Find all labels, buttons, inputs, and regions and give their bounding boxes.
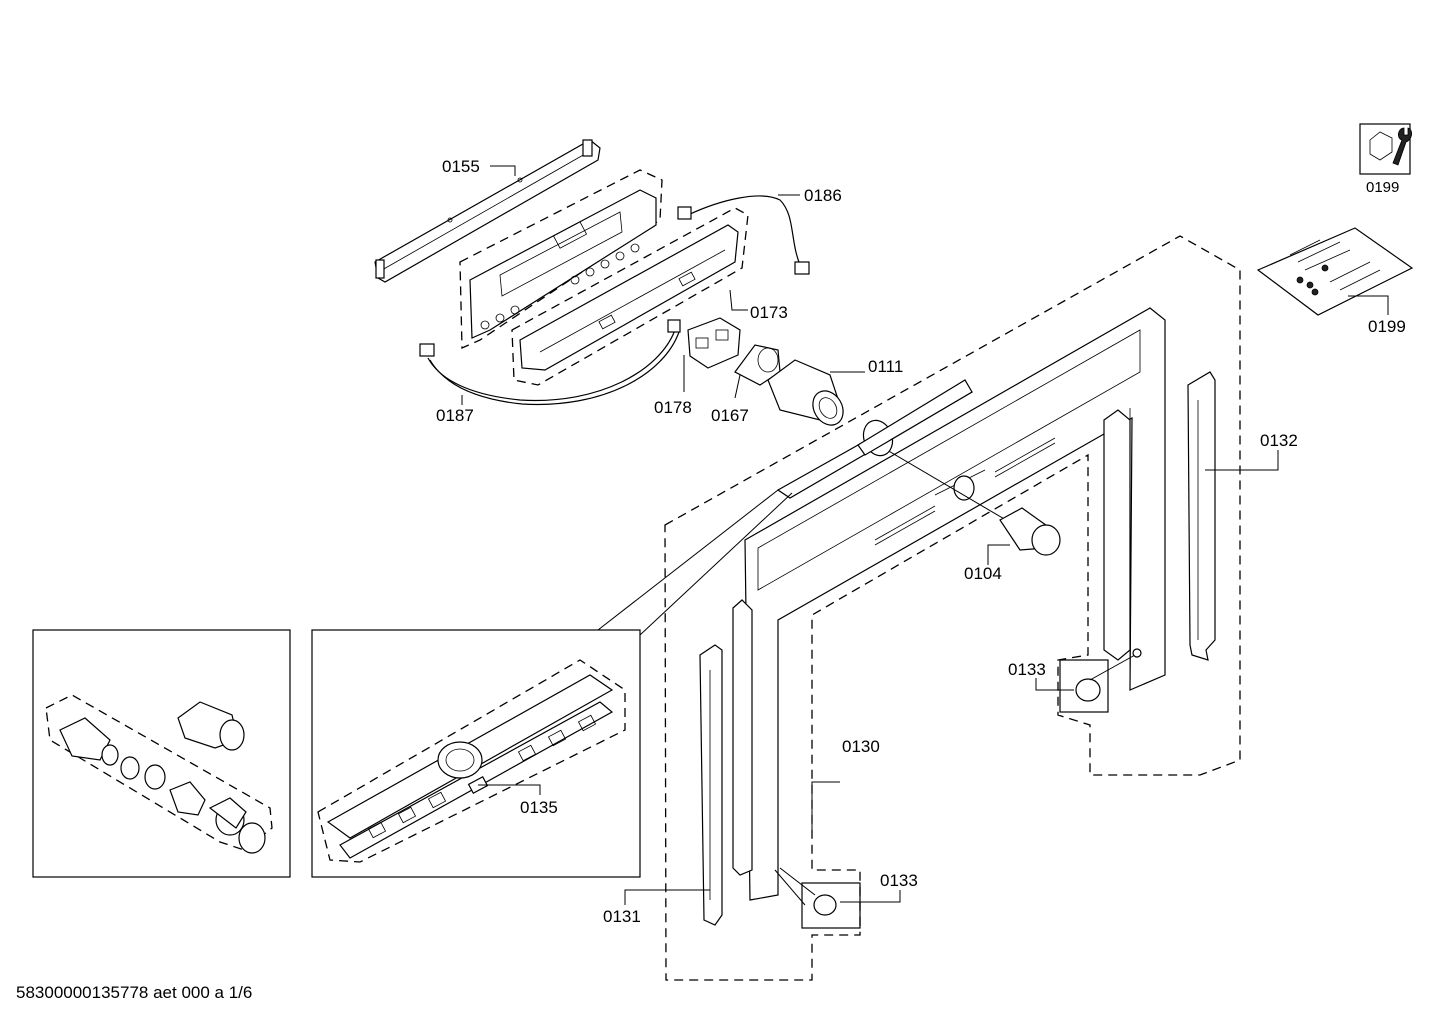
label-0131: 0131: [603, 907, 641, 926]
detail-knob-exploded[interactable]: [59, 717, 266, 854]
label-0187: 0187: [436, 406, 474, 425]
detail-knob-assembled[interactable]: [177, 701, 245, 751]
part-0155-rail[interactable]: [374, 139, 601, 283]
part-control-panel-frame[interactable]: [469, 189, 657, 339]
part-0132-side-bracket[interactable]: [1187, 371, 1216, 661]
tool-wrench-icon: [1359, 123, 1412, 175]
detail-box-knob: [32, 629, 291, 878]
label-0178: 0178: [654, 398, 692, 417]
part-0133-cap-right[interactable]: [1059, 648, 1142, 713]
label-0111: 0111: [868, 357, 903, 376]
part-frame-side-rail-right[interactable]: [1103, 409, 1131, 661]
label-0104: 0104: [964, 564, 1002, 583]
part-0173-bracket[interactable]: [519, 224, 739, 371]
label-0199-icon: 0199: [1366, 179, 1399, 196]
label-0133-bottom: 0133: [880, 871, 918, 890]
label-0167: 0167: [711, 406, 749, 425]
label-0133-right: 0133: [1008, 660, 1046, 679]
label-0130: 0130: [842, 737, 880, 756]
part-0111-knob-assembly[interactable]: [767, 359, 849, 431]
part-0167-holder[interactable]: [734, 344, 781, 386]
document-footer-code: 58300000135778 aet 000 a 1/6: [16, 983, 252, 1002]
part-0186-cable[interactable]: [677, 195, 810, 275]
label-0186: 0186: [804, 186, 842, 205]
label-0155: 0155: [442, 157, 480, 176]
part-0187-cable[interactable]: [419, 319, 681, 406]
label-0173: 0173: [750, 303, 788, 322]
part-0135-button-strip[interactable]: [326, 674, 614, 859]
label-0199-bag: 0199: [1368, 317, 1406, 336]
part-0199-screw-bag[interactable]: [1256, 227, 1414, 316]
detail-box-strip: [311, 629, 641, 878]
part-0178-switch[interactable]: [687, 317, 741, 369]
part-control-strip[interactable]: [776, 379, 973, 499]
part-0131-side-rail[interactable]: [699, 644, 723, 926]
label-0132: 0132: [1260, 431, 1298, 450]
part-0104-knob[interactable]: [869, 439, 1061, 556]
part-0133-cap-bottom[interactable]: [774, 867, 861, 929]
part-frame-side-rail-left[interactable]: [732, 599, 753, 876]
label-0135: 0135: [520, 798, 558, 817]
